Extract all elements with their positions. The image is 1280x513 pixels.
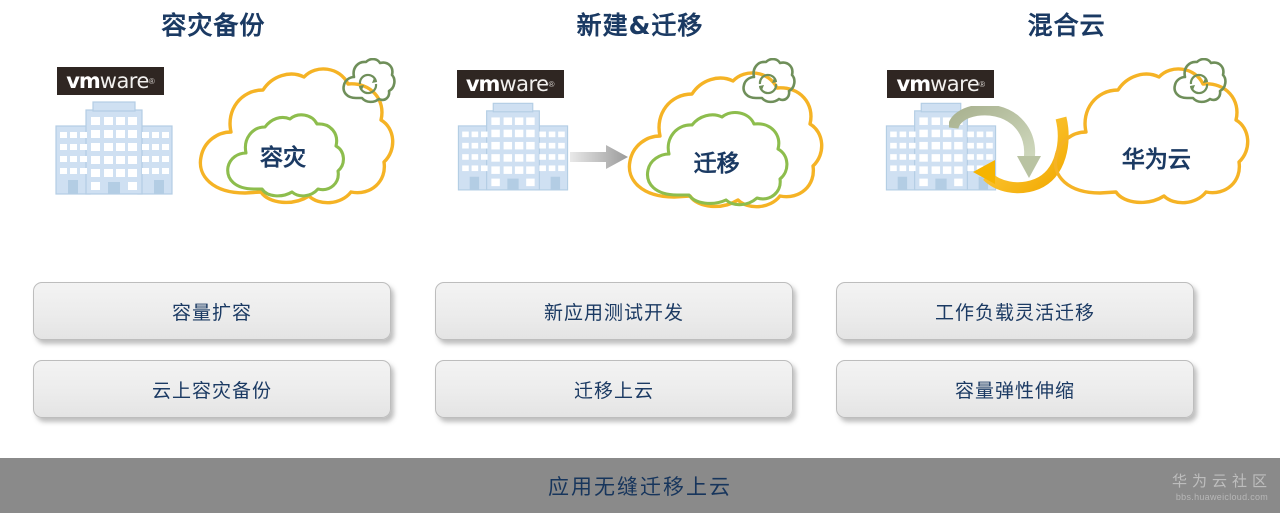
column-title: 混合云 [1027, 11, 1106, 40]
cloud-group: 容灾 [183, 58, 398, 228]
vmware-logo-light: ware [99, 68, 150, 93]
recycle-cloud-icon [741, 58, 796, 104]
outer-cloud-icon [198, 67, 395, 205]
bidirectional-sync-arrows-icon [949, 106, 1069, 194]
outer-cloud-icon [627, 71, 823, 209]
column-title: 新建&迁移 [576, 11, 704, 40]
vmware-logo-bold: vm [896, 71, 932, 96]
button-column-new-and-migrate: 新应用测试开发 迁移上云 [435, 282, 793, 418]
vmware-logo-light: ware [499, 71, 549, 96]
office-building-icon [457, 102, 568, 191]
outer-cloud-icon [1054, 67, 1250, 205]
scenario-button[interactable]: 云上容灾备份 [33, 360, 391, 418]
cloud-group: 华为云 [1038, 58, 1253, 228]
inner-cloud-icon [645, 110, 789, 207]
button-column-hybrid-cloud: 工作负载灵活迁移 容量弹性伸缩 [836, 282, 1194, 418]
scenario-button[interactable]: 迁移上云 [435, 360, 793, 418]
cloud-group: 迁移 [612, 62, 827, 232]
registered-mark-icon: ® [979, 79, 986, 89]
watermark-url: bbs.huaweicloud.com [1175, 491, 1269, 502]
migration-arrow-icon [569, 145, 628, 169]
registered-mark-icon: ® [148, 76, 155, 86]
inner-cloud-icon [226, 113, 345, 198]
buttons-area: 容量扩容 云上容灾备份 新应用测试开发 迁移上云 工作负载灵活迁移 容量弹性伸缩 [0, 282, 1280, 442]
footer-bar: 应用无缝迁移上云 华为云社区 bbs.huaweicloud.com [0, 458, 1280, 513]
footer-title: 应用无缝迁移上云 [548, 474, 732, 499]
scenario-button[interactable]: 新应用测试开发 [435, 282, 793, 340]
button-column-disaster-recovery: 容量扩容 云上容灾备份 [33, 282, 391, 418]
column-title: 容灾备份 [161, 11, 266, 40]
watermark-brand: 华为云社区 [1171, 471, 1272, 490]
cloud-label: 迁移 [693, 151, 740, 177]
scenario-button[interactable]: 容量弹性伸缩 [836, 360, 1194, 418]
registered-mark-icon: ® [548, 79, 555, 89]
office-building-icon [55, 101, 173, 195]
recycle-cloud-icon [342, 58, 396, 104]
vmware-logo-bold: vm [465, 71, 501, 96]
recycle-cloud-icon [1173, 58, 1228, 104]
scenario-button[interactable]: 容量扩容 [33, 282, 391, 340]
cloud-label: 华为云 [1121, 147, 1191, 173]
scenario-button[interactable]: 工作负载灵活迁移 [836, 282, 1194, 340]
watermark: 华为云社区 bbs.huaweicloud.com [1172, 470, 1272, 502]
cloud-label: 容灾 [260, 145, 306, 171]
vmware-logo-light: ware [930, 71, 980, 96]
vmware-logo-bold: vm [66, 68, 101, 93]
